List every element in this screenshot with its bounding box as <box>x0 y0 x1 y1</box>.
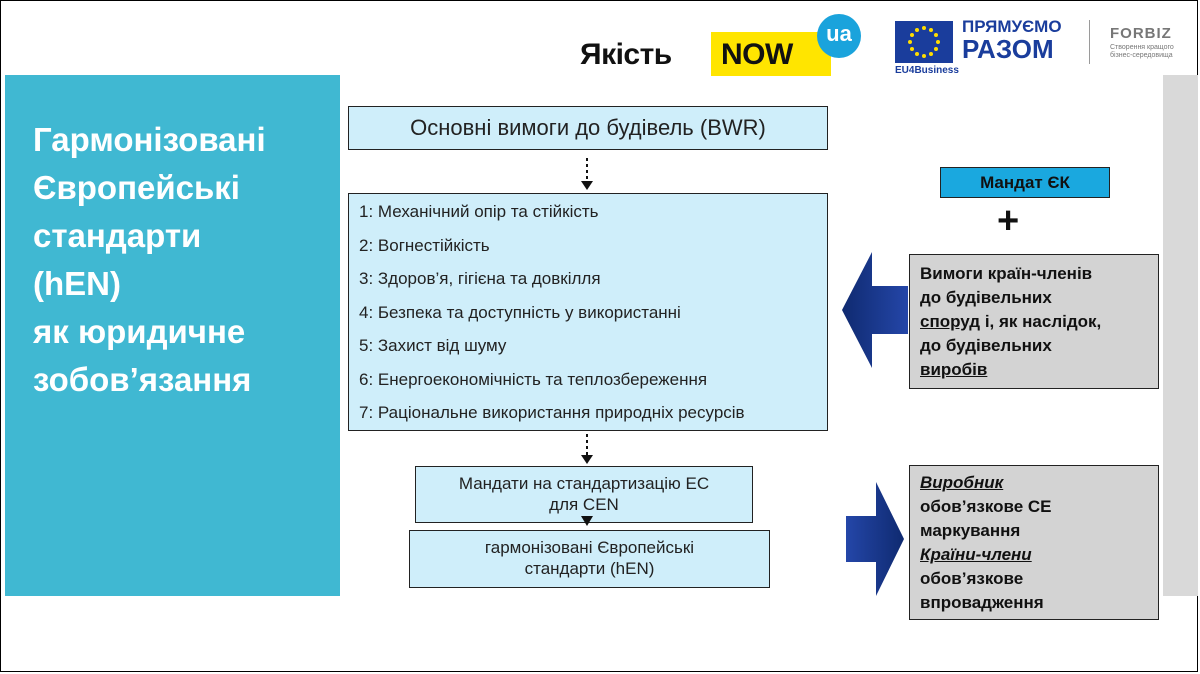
member-line4: до будівельних <box>920 336 1052 355</box>
logo-now-text: NOW <box>721 38 793 71</box>
title-line: стандарти <box>33 217 202 254</box>
slide-title: Гармонізовані Європейські стандарти (hEN… <box>33 116 333 404</box>
title-line: Гармонізовані <box>33 121 266 158</box>
manufacturer-box: Виробник обов’язкове CE маркування Країн… <box>909 465 1159 620</box>
mandates-line2: для CEN <box>549 495 619 514</box>
pryamuemo-razom-logo: ПРЯМУЄМО РАЗОМ <box>962 18 1062 62</box>
manuf-line4: Країни-члени <box>920 545 1032 564</box>
title-line: Європейські <box>33 169 240 206</box>
hen-box: гармонізовані Європейські стандарти (hEN… <box>409 530 770 588</box>
member-line1: Вимоги країн-членів <box>920 264 1093 283</box>
eu-flag-icon <box>895 21 953 63</box>
requirement-item: 2: Вогнестійкість <box>359 235 490 255</box>
manuf-line3: маркування <box>920 521 1021 540</box>
title-line: як юридичне <box>33 313 246 350</box>
mandates-line1: Мандати на стандартизацію ЕС <box>458 474 710 493</box>
member-line3-rest: і, як наслідок, <box>980 312 1102 331</box>
pryamuemo-line2: РАЗОМ <box>962 34 1054 64</box>
logo-yakist-word: Якість <box>580 38 672 71</box>
block-right-arrow-icon <box>846 482 904 596</box>
logo-ua-circle: ua <box>817 14 861 58</box>
dotted-down-arrow-icon <box>581 158 593 190</box>
title-line: (hEN) <box>33 265 121 302</box>
left-title-panel <box>5 75 340 596</box>
dotted-down-arrow-icon <box>581 434 593 464</box>
small-down-arrow-icon <box>581 516 593 526</box>
mandat-ek-box: Мандат ЄК <box>940 167 1110 198</box>
eu4business-label: EU4Business <box>895 65 959 76</box>
hen-line1: гармонізовані Європейські <box>484 538 695 557</box>
manuf-line2: обов’язкове CE <box>920 497 1052 516</box>
requirement-item: 7: Раціональне використання природніх ре… <box>359 403 745 422</box>
forbiz-tagline: Створення кращого бізнес-середовища <box>1110 44 1174 60</box>
pryamuemo-line1: ПРЯМУЄМО <box>962 17 1062 36</box>
mandates-box: Мандати на стандартизацію ЕС для CEN <box>415 466 753 523</box>
logo-now-block: NOW <box>711 32 831 76</box>
forbiz-logo: FORBIZ Створення кращого бізнес-середови… <box>1110 25 1182 61</box>
requirement-item: 4: Безпека та доступність у використанні <box>359 302 681 322</box>
member-line2: до будівельних <box>920 288 1052 307</box>
forbiz-name: FORBIZ <box>1110 25 1172 42</box>
plus-sign: + <box>997 200 1020 242</box>
logo-divider <box>1089 20 1090 64</box>
bwr-box: Основні вимоги до будівель (BWR) <box>348 106 828 150</box>
hen-line2: стандарти (hEN) <box>524 559 655 578</box>
requirement-item: 1: Механічний опір та стійкість <box>359 202 599 221</box>
manuf-line1: Виробник <box>920 473 1004 492</box>
title-line: зобов’язання <box>33 361 252 398</box>
manuf-line6: впровадження <box>920 593 1044 612</box>
member-states-box: Вимоги країн-членів до будівельних спору… <box>909 254 1159 389</box>
block-left-arrow-icon <box>842 252 908 368</box>
member-line5-underlined: виробів <box>920 360 988 379</box>
manuf-line5: обов’язкове <box>920 569 1024 588</box>
requirement-item: 6: Енергоекономічність та теплозбереженн… <box>359 369 708 389</box>
requirements-box: 1: Механічний опір та стійкість 2: Вогне… <box>348 193 828 431</box>
right-gray-strip <box>1163 75 1198 596</box>
requirement-item: 5: Захист від шуму <box>359 336 507 355</box>
member-line3-underlined: споруд <box>920 312 981 331</box>
requirement-item: 3: Здоров’я, гігієна та довкілля <box>359 269 601 288</box>
